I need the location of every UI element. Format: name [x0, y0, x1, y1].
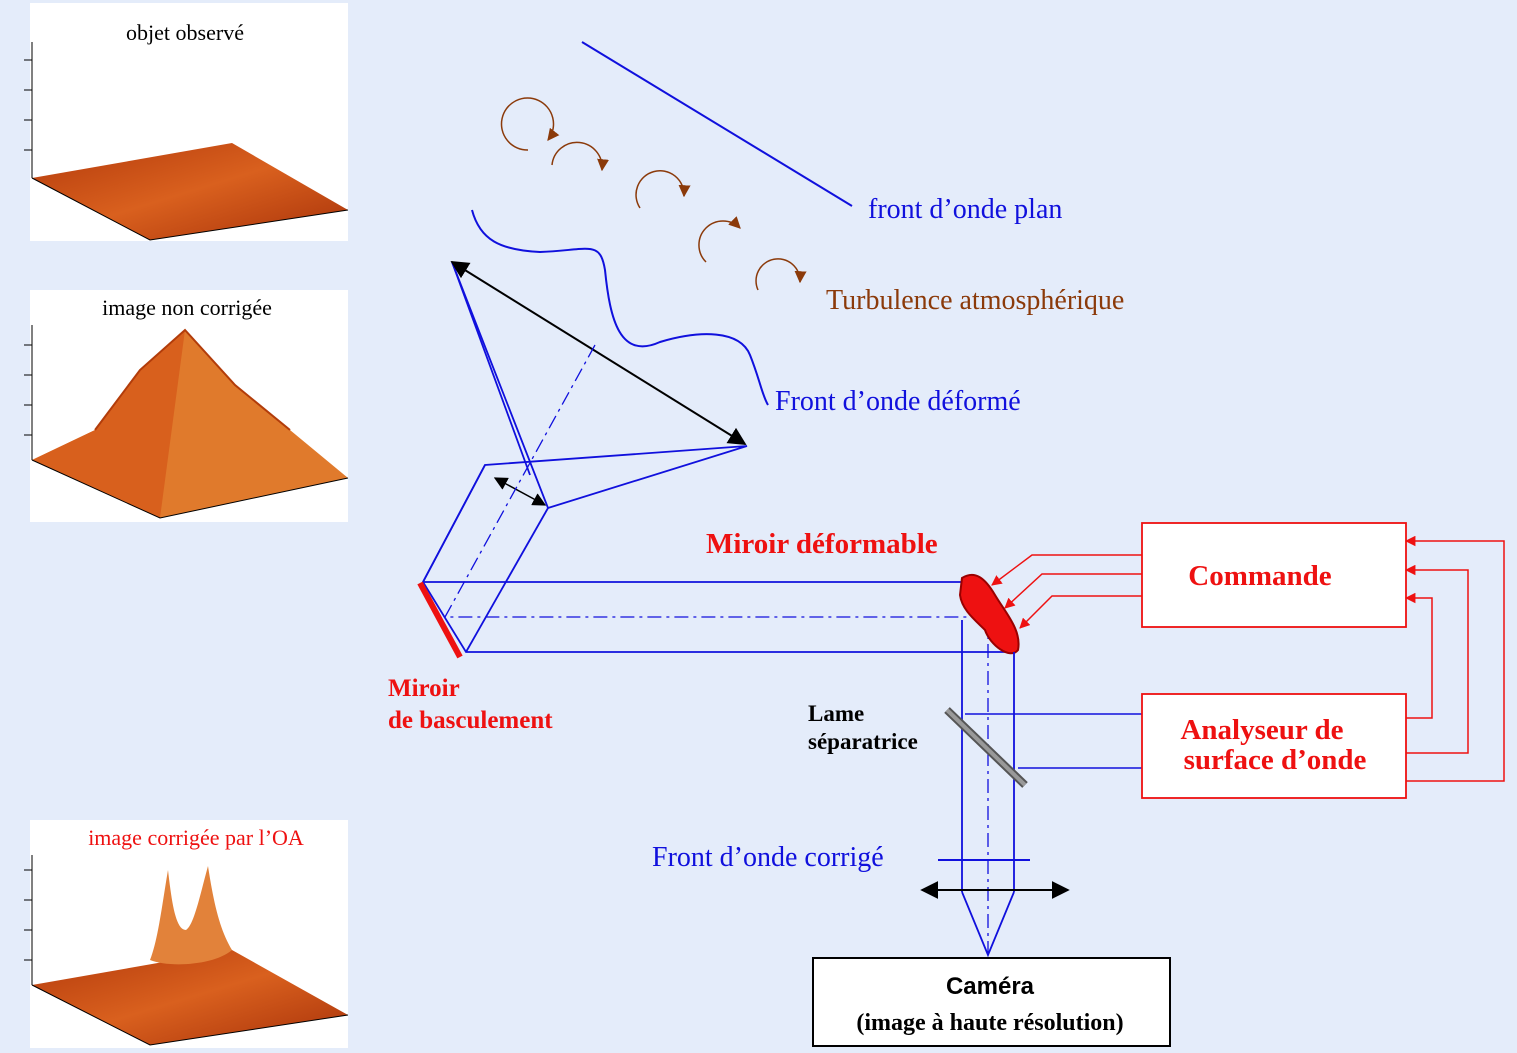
panel-uncorrected-title: image non corrigée	[102, 295, 272, 320]
telescope-beam	[421, 261, 1012, 653]
command-box: Commande	[1141, 522, 1407, 628]
panel-corrected-image: image corrigée par l’OA	[24, 820, 349, 1048]
analyzer-label-2: surface d’onde	[1184, 744, 1367, 776]
panel-observed-object: objet observé	[24, 3, 349, 241]
panel-corrected-title: image corrigée par l’OA	[88, 825, 304, 850]
plane-wavefront	[581, 41, 853, 207]
primary-mirror-arrow	[450, 261, 747, 445]
turbulence-label: Turbulence atmosphérique	[826, 285, 1124, 316]
beam-splitter-label-2: séparatrice	[808, 729, 918, 754]
camera-label: Caméra	[946, 973, 1035, 1000]
turbulence-eddies	[500, 97, 807, 291]
feedback-loops	[1404, 535, 1505, 782]
tip-tilt-mirror-label-2: de basculement	[388, 707, 553, 734]
beam-splitter-highlight	[945, 708, 1027, 787]
deformed-wavefront-label: Front d’onde déformé	[775, 386, 1021, 417]
command-signals	[991, 554, 1142, 629]
analyzer-beam	[965, 713, 1143, 769]
tip-tilt-mirror-label-1: Miroir	[388, 675, 460, 702]
deformable-mirror-label: Miroir déformable	[706, 528, 938, 560]
deformable-mirror	[958, 573, 1020, 655]
wavefront-analyzer-box: Analyseur de surface d’onde	[1141, 693, 1407, 799]
command-label: Commande	[1188, 560, 1332, 592]
corrected-wavefront-label: Front d’onde corrigé	[652, 842, 884, 873]
panel-uncorrected-image: image non corrigée	[24, 290, 349, 522]
plane-wavefront-label: front d’onde plan	[868, 194, 1062, 225]
tip-tilt-mirror	[417, 581, 463, 659]
beam-splitter-label-1: Lame	[808, 701, 864, 726]
uncorrected-plot	[24, 325, 349, 519]
observed-plot	[24, 42, 349, 241]
panel-observed-title: objet observé	[126, 20, 244, 45]
secondary-mirror-arrow	[493, 477, 547, 506]
deformed-wavefront	[471, 209, 769, 406]
camera-box: Caméra (image à haute résolution)	[812, 957, 1171, 1047]
analyzer-label-1: Analyseur de	[1180, 714, 1343, 746]
camera-sublabel: (image à haute résolution)	[856, 1010, 1123, 1036]
corrected-plot	[24, 855, 349, 1046]
